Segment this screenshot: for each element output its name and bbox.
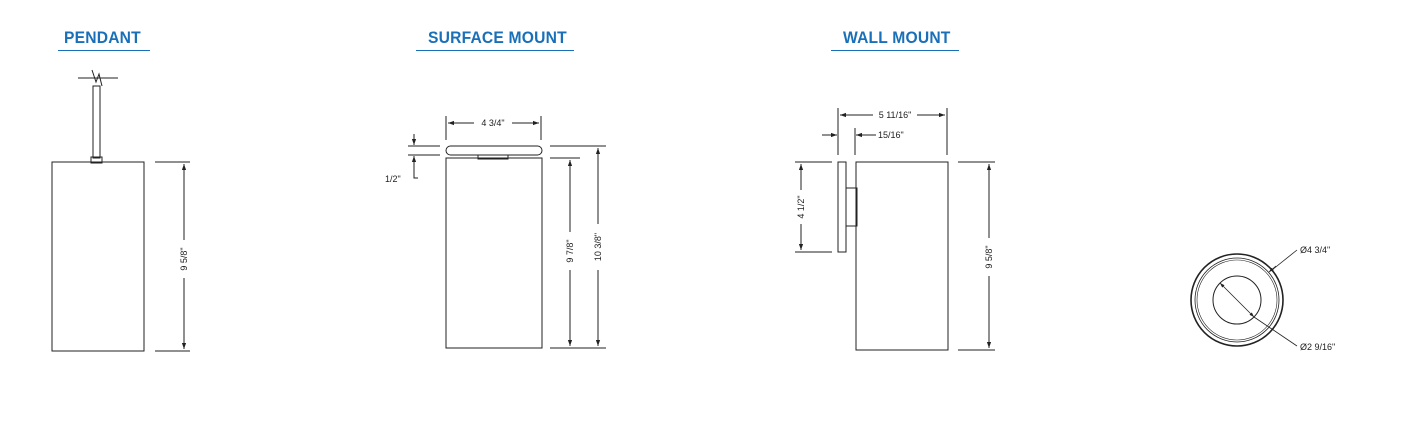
wall-depth-label-mask — [873, 109, 917, 121]
wall-mount-heading: WALL MOUNT — [843, 28, 951, 47]
wall-mount-heading-underline — [831, 50, 959, 52]
top-view-outer-ring-3 — [1196, 259, 1278, 341]
pendant-height-label: 9 5/8" — [179, 247, 189, 270]
pendant-drawing — [51, 69, 190, 352]
surface-mount-heading-underline — [416, 50, 574, 52]
wall-plate-label-mask — [794, 190, 808, 224]
top-view-outer-dia-label: Ø4 3/4" — [1300, 245, 1330, 255]
wall-depth-label: 5 11/16" — [879, 110, 912, 120]
top-view-inner-leader — [1253, 316, 1298, 347]
pendant-stem-fitting — [90, 156, 103, 164]
surface-total-label-mask — [591, 224, 605, 270]
wall-height-label-mask — [982, 238, 996, 276]
surface-body-height-label: 9 7/8" — [565, 239, 575, 262]
top-view-inner-dimline — [1219, 282, 1255, 318]
pendant-label-mask — [177, 240, 191, 278]
wall-arm — [845, 187, 858, 227]
wall-backplate — [837, 161, 847, 253]
pendant-heading-underline — [58, 50, 150, 52]
surface-body-label-mask — [563, 232, 577, 270]
top-view-inner-dia-label: Ø2 9/16" — [1300, 342, 1335, 352]
top-view-outer-ring-2 — [1194, 257, 1280, 343]
wall-plate-height-label: 4 1/2" — [796, 195, 806, 218]
surface-width-label-mask — [474, 117, 512, 129]
wall-body — [855, 161, 949, 351]
wall-mount-drawing — [795, 108, 995, 351]
wall-plate-label: 15/16" — [878, 130, 904, 140]
top-view-outer-leader — [1271, 249, 1298, 271]
top-view-outer-arrow — [1268, 265, 1277, 273]
pendant-break-symbol — [91, 69, 103, 87]
pendant-stem — [92, 85, 101, 159]
surface-canopy-label: 1/2" — [385, 174, 401, 184]
surface-total-height-label: 10 3/8" — [593, 233, 603, 261]
surface-canopy — [445, 145, 543, 156]
top-view-inner-circle — [1212, 275, 1262, 325]
pendant-heading: PENDANT — [64, 28, 141, 47]
top-view-drawing — [1190, 249, 1298, 347]
surface-mount-heading: SURFACE MOUNT — [428, 28, 567, 47]
top-view-outer-rim — [1190, 253, 1284, 347]
surface-canopy-leader — [413, 167, 418, 179]
surface-width-label: 4 3/4" — [481, 118, 504, 128]
wall-height-label: 9 5/8" — [984, 245, 994, 268]
surface-canopy-neck — [477, 154, 509, 160]
pendant-body — [51, 161, 145, 352]
surface-body — [445, 157, 543, 349]
